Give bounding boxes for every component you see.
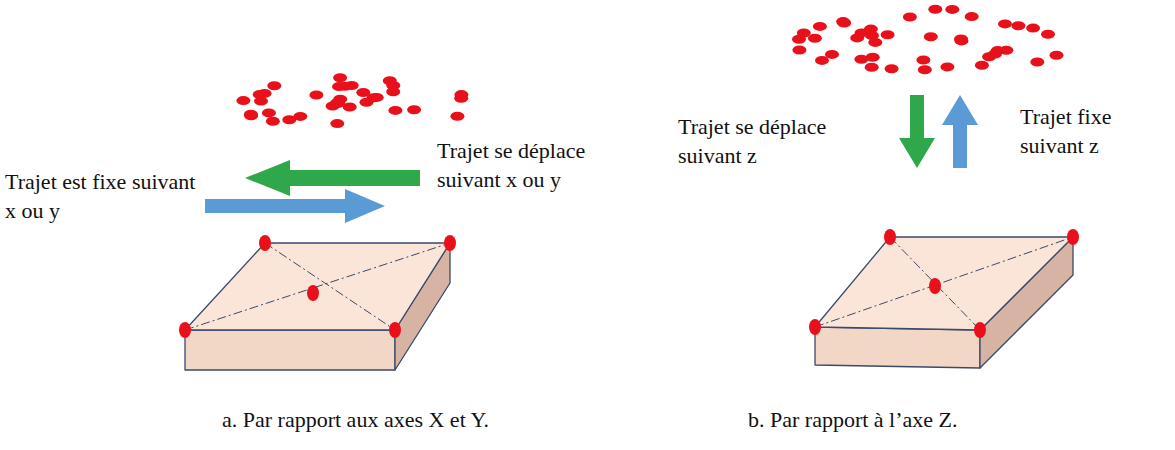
point <box>881 30 895 39</box>
point <box>370 93 384 102</box>
caption: b. Par rapport à l’axe Z. <box>748 406 958 435</box>
point <box>450 112 464 121</box>
point <box>1026 24 1040 33</box>
point <box>258 89 272 98</box>
point <box>236 96 250 105</box>
point <box>333 73 347 82</box>
point <box>309 91 323 100</box>
caption: a. Par rapport aux axes X et Y. <box>222 406 489 435</box>
path-label: Trajet fixe suivant z <box>1020 103 1170 160</box>
point <box>945 5 959 14</box>
point <box>825 50 839 59</box>
point <box>386 87 400 96</box>
point-cloud <box>236 5 1063 128</box>
corner-dots <box>809 229 1079 338</box>
point <box>916 56 930 65</box>
point <box>454 94 468 103</box>
point <box>792 46 806 55</box>
point <box>356 88 370 97</box>
point <box>965 12 979 21</box>
point <box>955 36 969 45</box>
point <box>865 63 879 72</box>
point <box>330 119 344 128</box>
path-label: Trajet se déplace suivant x ou y <box>437 137 632 194</box>
point <box>903 13 917 22</box>
corner-dots <box>179 235 456 338</box>
point <box>854 55 868 64</box>
point <box>918 65 932 74</box>
blue-arrow <box>942 95 978 168</box>
point <box>940 62 954 71</box>
point <box>808 34 822 43</box>
point <box>267 81 281 90</box>
plate <box>185 243 450 370</box>
point <box>254 97 268 106</box>
point <box>282 115 296 124</box>
point <box>928 5 942 14</box>
plate <box>815 237 1073 368</box>
point <box>266 117 280 126</box>
point <box>991 46 1005 55</box>
blue-arrow <box>205 189 385 223</box>
point <box>388 106 402 115</box>
point <box>998 19 1012 28</box>
point <box>865 31 879 40</box>
point <box>975 61 989 70</box>
point <box>1050 51 1064 60</box>
point <box>836 17 850 26</box>
point <box>813 22 827 31</box>
path-label: Trajet est fixe suivant x ou y <box>5 168 200 225</box>
point <box>338 82 352 91</box>
point <box>1041 30 1055 39</box>
green-arrow <box>899 95 935 168</box>
point <box>262 108 276 117</box>
point <box>924 32 938 41</box>
point <box>1030 58 1044 67</box>
green-arrow <box>245 160 420 196</box>
point <box>1011 21 1025 30</box>
point <box>885 64 899 73</box>
point <box>244 111 258 120</box>
point <box>407 105 421 114</box>
path-label: Trajet se déplace suivant z <box>678 113 873 170</box>
point <box>333 95 347 104</box>
